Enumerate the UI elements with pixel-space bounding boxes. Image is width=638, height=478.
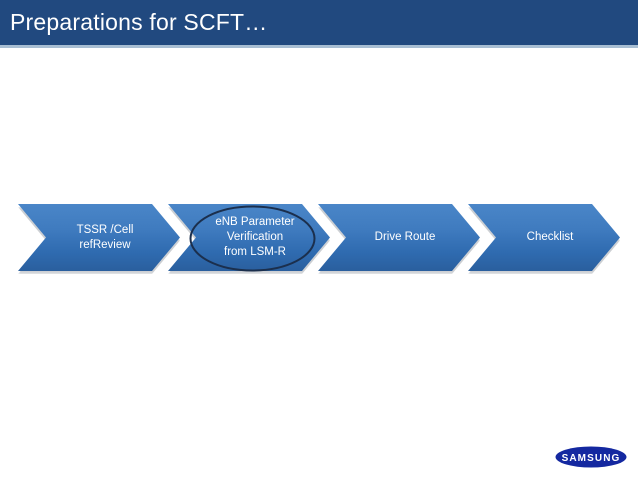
samsung-logo-mark: SAMSUNG: [555, 446, 627, 468]
process-step-enb-parameter-verification[interactable]: eNB Parameter Verification from LSM-R: [168, 204, 330, 271]
process-step-drive-route[interactable]: Drive Route: [318, 204, 480, 271]
page-title: Preparations for SCFT…: [10, 9, 268, 35]
process-step-label: TSSR /Cell refReview: [76, 223, 134, 251]
process-step-label: eNB Parameter Verification from LSM-R: [215, 216, 295, 258]
title-bar-underline: [0, 45, 638, 48]
samsung-logo: SAMSUNG: [555, 445, 627, 469]
process-step-label: Checklist: [526, 231, 574, 243]
title-bar: [0, 0, 638, 45]
samsung-logo-text: SAMSUNG: [562, 453, 621, 464]
process-step-checklist[interactable]: Checklist: [468, 204, 620, 271]
process-flow-diagram: Checklist Drive Route eNB Parameter Veri…: [0, 204, 638, 284]
process-step-label: Drive Route: [374, 231, 436, 243]
process-step-tssr-cell-refreview[interactable]: TSSR /Cell refReview: [18, 204, 180, 271]
